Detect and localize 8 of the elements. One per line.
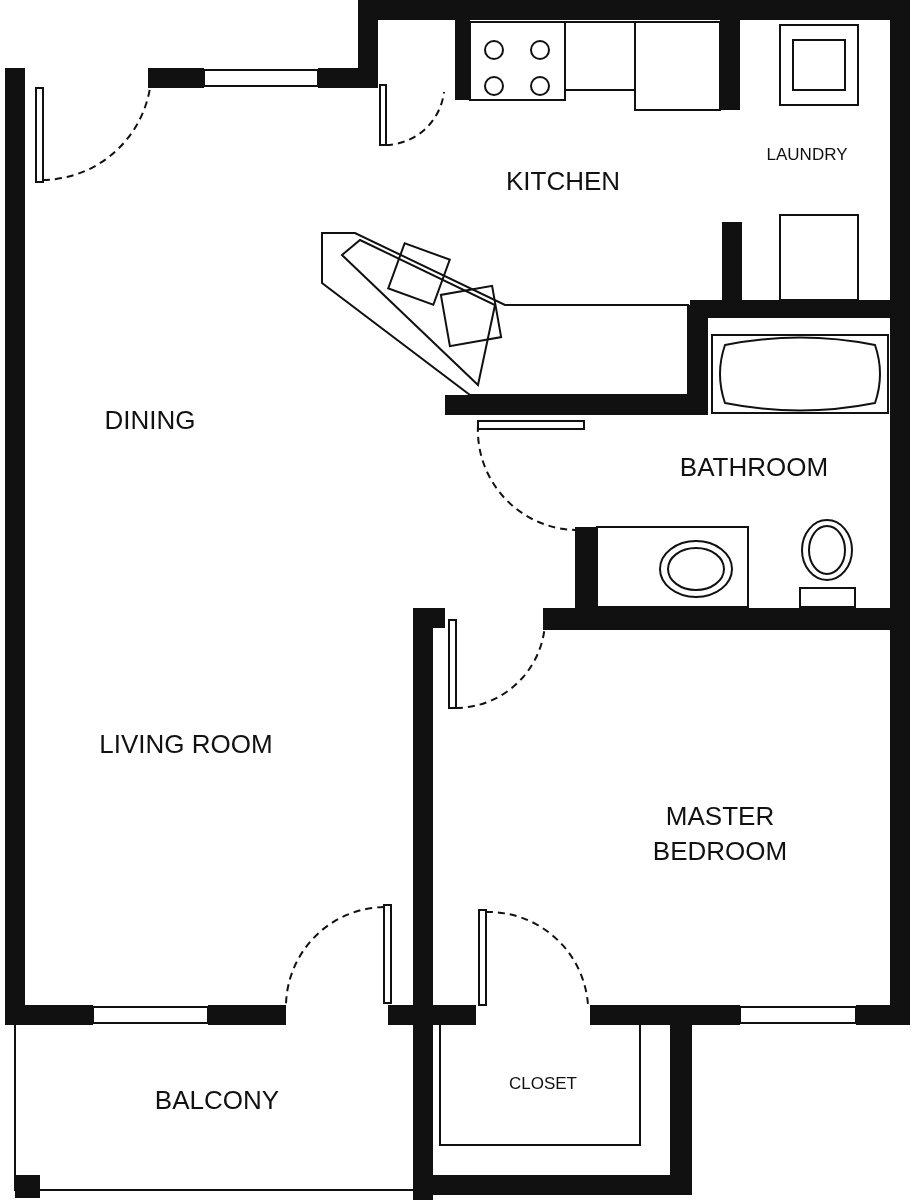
room-label: LAUNDRY xyxy=(766,143,848,166)
room-label: BATHROOM xyxy=(679,451,829,485)
room-label: MASTER BEDROOM xyxy=(651,799,789,868)
room-label: CLOSET xyxy=(509,1072,577,1095)
room-label: LIVING ROOM xyxy=(99,728,273,762)
room-label: KITCHEN xyxy=(505,165,621,199)
room-label: BALCONY xyxy=(154,1084,280,1118)
room-label: DINING xyxy=(104,404,196,438)
